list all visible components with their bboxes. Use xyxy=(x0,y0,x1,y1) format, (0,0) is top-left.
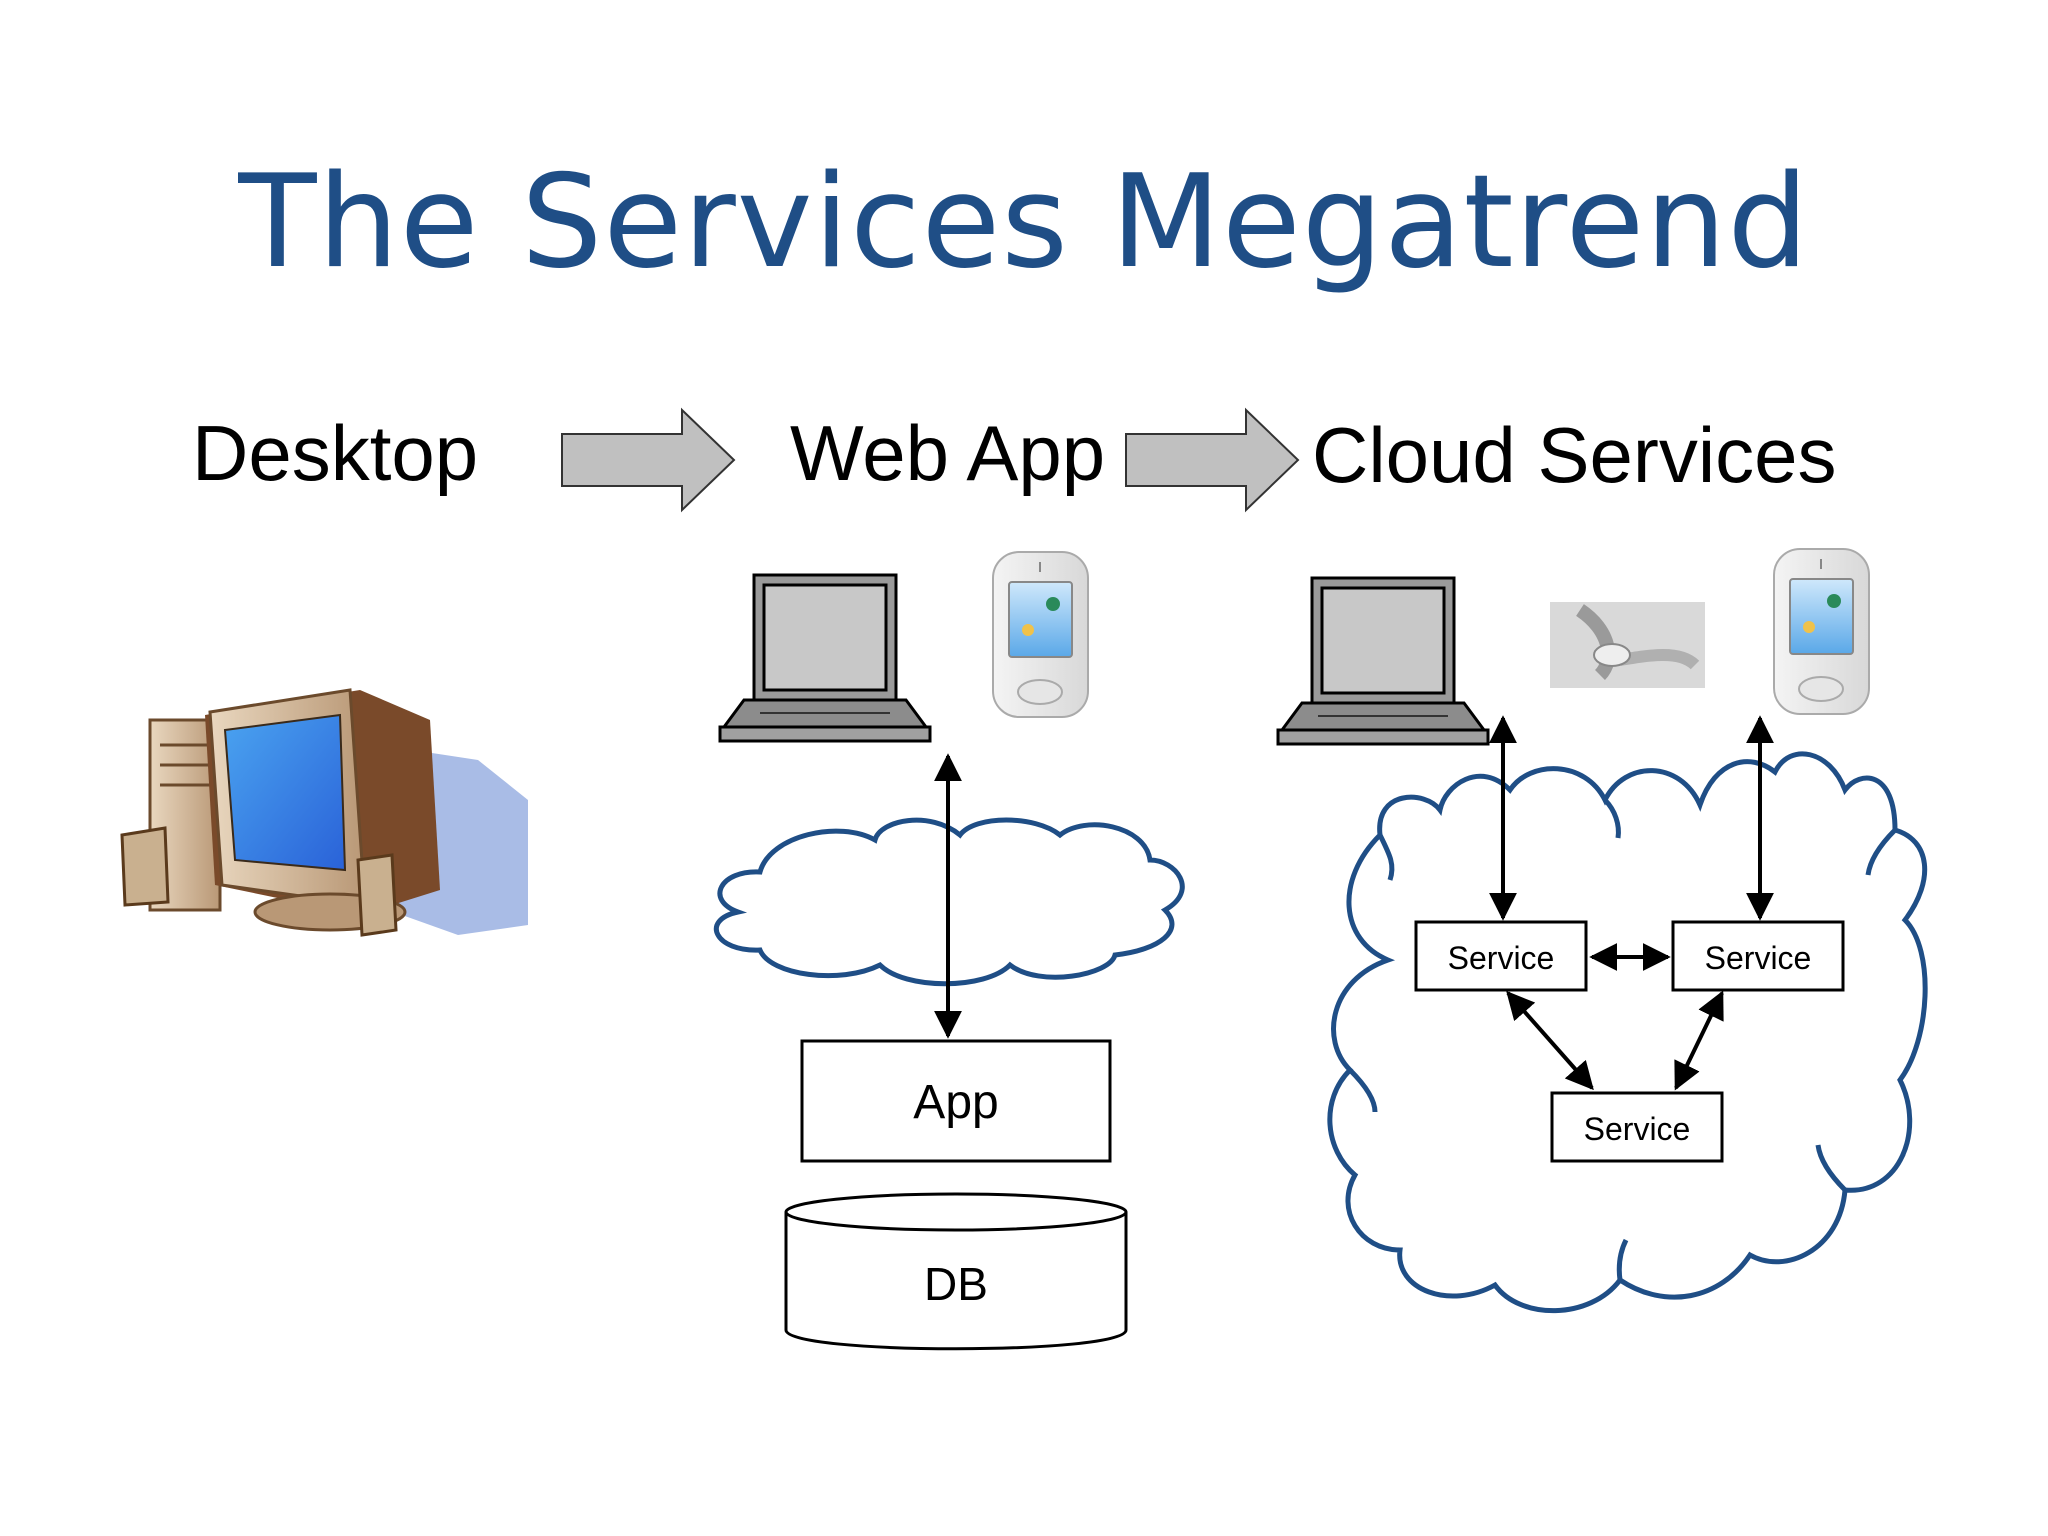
service-box-label: Service xyxy=(1705,940,1812,976)
db-cylinder: DB xyxy=(784,1192,1128,1351)
service-box: Service xyxy=(1414,920,1588,992)
stage-label-web-app: Web App xyxy=(790,409,1105,497)
smartphone-icon xyxy=(992,551,1089,718)
laptop-icon xyxy=(1276,576,1490,746)
desktop-computer-icon xyxy=(120,688,528,937)
cloud-services-cloud xyxy=(1327,751,1928,1314)
slide-title: The Services Megatrend xyxy=(238,148,1810,297)
service-link-arrow xyxy=(1674,990,1724,1091)
service-box-label: Service xyxy=(1584,1111,1691,1147)
smartphone-icon xyxy=(1773,548,1870,715)
service-link-arrow xyxy=(1506,990,1594,1091)
service-box-label: Service xyxy=(1448,940,1555,976)
stage-arrow-2 xyxy=(1125,407,1300,513)
app-box-label: App xyxy=(913,1076,998,1129)
stage-arrow-1 xyxy=(561,407,736,513)
stage-label-cloud-services: Cloud Services xyxy=(1312,411,1837,499)
app-box: App xyxy=(800,1039,1112,1163)
stage-label-desktop: Desktop xyxy=(192,409,478,497)
laptop-icon xyxy=(718,573,932,743)
service-box: Service xyxy=(1671,920,1845,992)
db-label: DB xyxy=(924,1258,988,1310)
service-box: Service xyxy=(1550,1091,1724,1163)
wristband-device-icon xyxy=(1550,602,1705,688)
